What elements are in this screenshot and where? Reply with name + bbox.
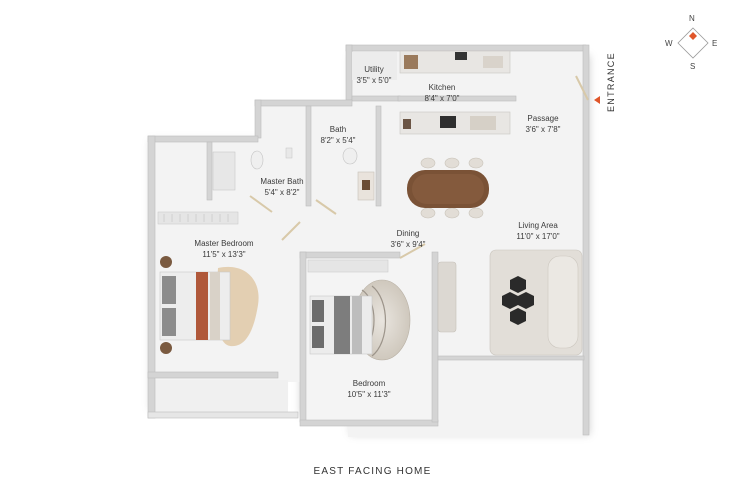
compass-west-label: W <box>665 39 673 48</box>
room-label-kitchen: Kitchen 8'4" x 7'0" <box>412 82 472 104</box>
room-label-dining: Dining 3'6" x 9'4" <box>378 228 438 250</box>
dining-table <box>407 157 489 219</box>
walls <box>147 44 590 436</box>
entrance-arrow-icon <box>594 96 600 104</box>
room-name: Bath <box>329 125 347 134</box>
kitchen-counters <box>352 50 511 135</box>
room-dims: 8'2" x 5'4" <box>320 136 356 145</box>
room-label-master-bath: Master Bath 5'4" x 8'2" <box>250 176 314 198</box>
room-name: Utility <box>364 65 384 74</box>
room-dims: 3'6" x 7'8" <box>525 125 561 134</box>
plan-caption: EAST FACING HOME <box>313 466 432 477</box>
room-dims: 3'6" x 9'4" <box>390 240 426 249</box>
room-name: Living Area <box>518 221 558 230</box>
room-label-bedroom: Bedroom 10'5" x 11'3" <box>338 378 400 400</box>
doors <box>249 75 589 259</box>
room-dims: 10'5" x 11'3" <box>347 390 391 399</box>
room-name: Master Bath <box>260 177 304 186</box>
compass-south-label: S <box>690 62 696 71</box>
master-bedroom-furniture <box>157 211 259 354</box>
compass-north-label: N <box>689 14 695 23</box>
room-name: Dining <box>396 229 420 238</box>
room-label-passage: Passage 3'6" x 7'8" <box>515 113 571 135</box>
entrance-label: ENTRANCE <box>606 52 616 112</box>
bath-fixtures <box>212 147 375 201</box>
room-dims: 11'0" x 17'0" <box>516 232 560 241</box>
room-dims: 3'5" x 5'0" <box>356 76 392 85</box>
bedroom-furniture <box>307 259 411 361</box>
room-name: Bedroom <box>352 379 386 388</box>
room-label-bath: Bath 8'2" x 5'4" <box>308 124 368 146</box>
room-label-living: Living Area 11'0" x 17'0" <box>508 220 568 242</box>
room-dims: 11'5" x 13'3" <box>202 250 246 259</box>
compass-icon <box>677 27 709 59</box>
compass-east-label: E <box>712 39 718 48</box>
room-name: Passage <box>527 114 559 123</box>
room-label-master-bedroom: Master Bedroom 11'5" x 13'3" <box>186 238 262 260</box>
room-dims: 5'4" x 8'2" <box>264 188 300 197</box>
living-furniture <box>437 249 583 356</box>
room-dims: 8'4" x 7'0" <box>424 94 460 103</box>
room-name: Master Bedroom <box>194 239 254 248</box>
room-name: Kitchen <box>428 83 456 92</box>
room-label-utility: Utility 3'5" x 5'0" <box>352 64 396 86</box>
